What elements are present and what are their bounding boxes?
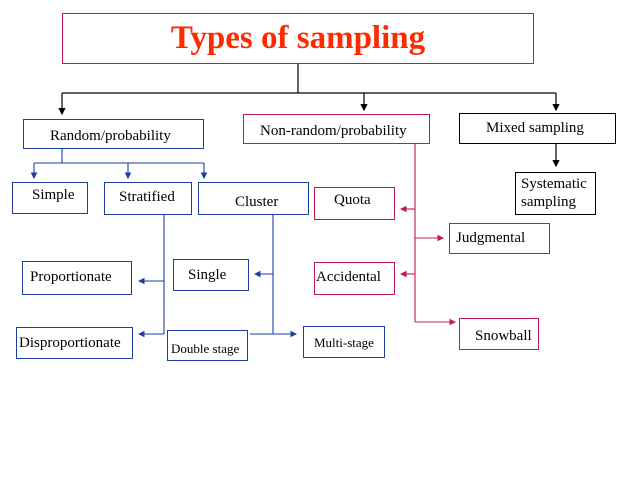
node-label: Single	[188, 267, 227, 283]
node-cluster: Cluster	[198, 182, 309, 215]
node-mixed-sampling: Mixed sampling	[459, 113, 616, 144]
node-stratified: Stratified	[104, 182, 192, 215]
node-systematic-sampling: Systematic sampling	[515, 172, 596, 215]
node-simple: Simple	[12, 182, 88, 214]
node-label: Snowball	[475, 328, 532, 344]
node-random-probability: Random/probability	[23, 119, 204, 149]
node-label: Random/probability	[50, 128, 171, 144]
node-double-stage: Double stage	[167, 330, 248, 361]
node-label: Non-random/probability	[260, 123, 407, 139]
node-single: Single	[173, 259, 249, 291]
node-label: Proportionate	[30, 269, 112, 285]
node-multi-stage: Multi-stage	[303, 326, 385, 358]
node-disproportionate: Disproportionate	[16, 327, 133, 359]
node-label: Disproportionate	[19, 335, 121, 351]
diagram-title: Types of sampling	[170, 20, 426, 56]
node-label: Accidental	[316, 269, 381, 285]
node-accidental: Accidental	[314, 262, 395, 295]
node-proportionate: Proportionate	[22, 261, 132, 295]
node-non-random-probability: Non-random/probability	[243, 114, 430, 144]
node-label: Mixed sampling	[486, 120, 584, 136]
node-label: Simple	[32, 187, 75, 203]
node-label-line1: Systematic	[521, 176, 587, 192]
node-snowball: Snowball	[459, 318, 539, 350]
top-level-connectors	[58, 64, 560, 168]
nonrandom-branch-connectors	[399, 144, 457, 326]
node-label-line2: sampling	[521, 194, 576, 210]
node-label: Judgmental	[456, 230, 526, 246]
node-label: Multi-stage	[314, 335, 374, 350]
node-label: Double stage	[171, 341, 240, 356]
random-branch-connectors	[30, 149, 298, 338]
node-quota: Quota	[314, 187, 395, 220]
node-judgmental: Judgmental	[449, 223, 550, 254]
title-box: Types of sampling	[62, 13, 534, 64]
node-label: Cluster	[235, 194, 279, 210]
node-label: Quota	[334, 192, 371, 208]
node-label: Stratified	[119, 189, 175, 205]
